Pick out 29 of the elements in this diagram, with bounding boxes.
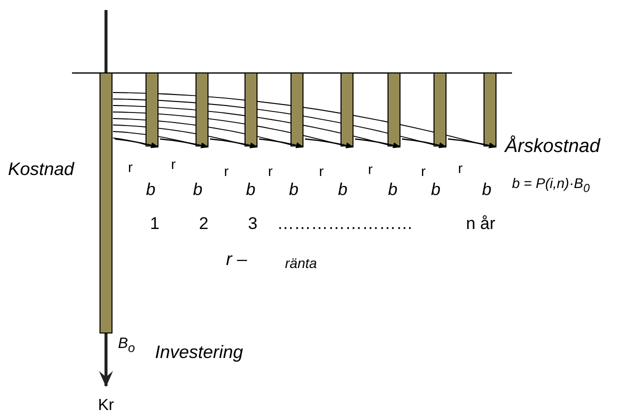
investment-label: Investering <box>155 343 244 361</box>
year-number: 2 <box>199 215 208 232</box>
payment-symbol: b <box>388 181 398 198</box>
year-label: n år <box>466 215 496 232</box>
year-number: 3 <box>248 215 258 232</box>
rate-symbol: r – <box>226 250 248 268</box>
payment-symbol: b <box>246 181 256 198</box>
rate-symbol: r <box>268 164 273 178</box>
rate-symbol: r <box>171 157 176 171</box>
rate-symbol: r <box>368 162 373 176</box>
rate-symbol: r <box>128 160 133 174</box>
rate-symbol: r <box>319 164 324 178</box>
formula: b = P(i,n)·B$_{0}$ <box>512 176 590 194</box>
payment-symbol: b <box>146 181 156 198</box>
payment-symbol: b <box>193 181 202 198</box>
rate-symbol: r <box>224 164 229 178</box>
payment-symbol: b <box>289 181 298 198</box>
axis-unit: Kr <box>98 398 114 414</box>
investment-symbol: B$_{o}$ <box>118 336 135 354</box>
year-number: 1 <box>150 215 160 232</box>
dotted-leader: …………………… <box>277 215 413 232</box>
payment-symbol: b <box>482 181 492 198</box>
rate-symbol: r <box>458 161 463 175</box>
payment-symbol: b <box>338 181 348 198</box>
payment-symbol: b <box>431 181 440 198</box>
cost-label: Kostnad <box>8 160 74 178</box>
rate-label: ränta <box>285 256 317 270</box>
rate-symbol: r <box>421 164 426 178</box>
cost-label: Årskostnad <box>505 137 600 156</box>
